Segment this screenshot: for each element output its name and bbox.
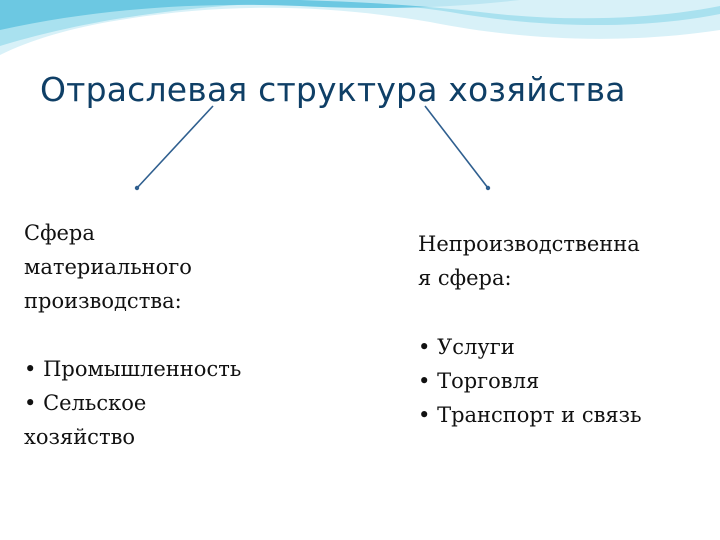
heading-line: Сфера — [24, 216, 284, 250]
list-item-transport: Транспорт и связь — [418, 398, 708, 432]
heading-line: Непроизводственна — [418, 227, 693, 261]
slide-title: Отраслевая структура хозяйства — [40, 70, 626, 109]
nonproduction-sphere-list: Услуги Торговля Транспорт и связь — [418, 330, 708, 432]
heading-line: материального — [24, 250, 284, 284]
list-item-agriculture-continuation: хозяйство — [24, 420, 314, 454]
arrow-left-head — [135, 186, 139, 190]
list-item-services: Услуги — [418, 330, 708, 364]
arrow-right-head — [486, 186, 490, 190]
nonproduction-sphere-heading: Непроизводственна я сфера: — [418, 227, 693, 295]
arrow-left — [137, 106, 213, 188]
material-sphere-heading: Сфера материального производства: — [24, 216, 284, 318]
list-item-agriculture: Сельское — [24, 386, 314, 420]
heading-line: я сфера: — [418, 261, 693, 295]
list-item-trade: Торговля — [418, 364, 708, 398]
heading-line: производства: — [24, 284, 284, 318]
list-item-industry: Промышленность — [24, 352, 314, 386]
material-sphere-list: Промышленность Сельское хозяйство — [24, 352, 314, 454]
arrow-right — [425, 106, 488, 188]
